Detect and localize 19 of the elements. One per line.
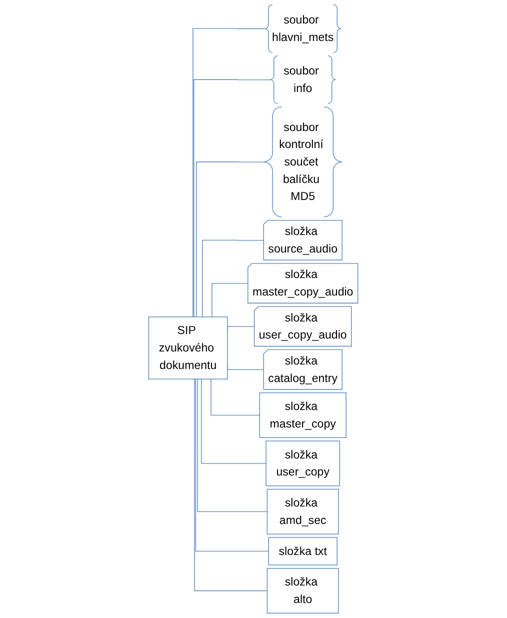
node-text: soubor info [284,64,320,95]
node-box: složka txt [268,537,338,566]
node-box: složka user_copy [266,440,340,486]
node-box: složka amd_sec [267,488,340,534]
connector [194,79,271,318]
node-text: soubor hlavni_mets [272,13,334,44]
connector [192,28,266,318]
connector [210,378,260,416]
connector [212,282,249,318]
node-box: složka master_copy [260,392,347,438]
node-box: složka alto [267,568,340,614]
connector [201,378,267,464]
node-text: soubor kontrolní součet balíčku MD5 [279,120,324,203]
connector [197,378,268,512]
connector [196,378,270,552]
connector [196,162,264,318]
connector [202,240,264,318]
connector [194,378,268,592]
node-box: SIP zvukového dokumentu [148,316,228,380]
